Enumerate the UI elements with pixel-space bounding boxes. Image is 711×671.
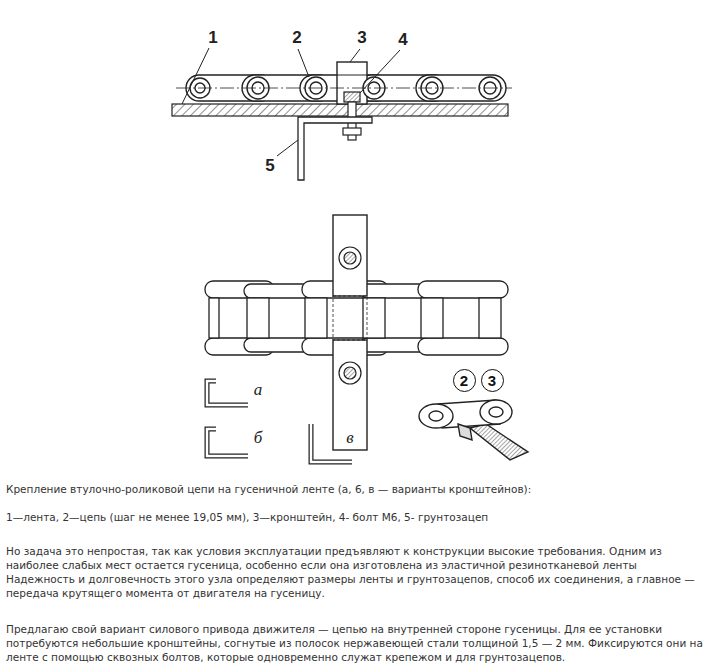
callout-number: 3 — [357, 28, 366, 48]
chain-plan-view — [418, 281, 508, 298]
leader-line — [360, 50, 400, 93]
callout-number: 4 — [398, 30, 407, 50]
callout-number: 1 — [208, 28, 217, 48]
ground-lug — [298, 117, 372, 180]
bracket-variant — [207, 381, 248, 405]
mounting-bracket — [337, 62, 367, 104]
variant-letter: а — [254, 380, 263, 400]
chain-plan-view — [305, 298, 327, 338]
circled-number: 2 — [453, 369, 476, 392]
parts-list: 1—лента, 2—цепь (шаг не менее 19,05 мм),… — [6, 510, 706, 524]
bracket-sketch — [419, 404, 453, 428]
paragraph: Предлагаю свой вариант силового привода … — [6, 622, 706, 664]
chain-plan-view — [363, 298, 385, 338]
bolt-head — [339, 247, 361, 384]
bracket-sketch — [429, 411, 443, 421]
bracket-variant — [311, 424, 352, 462]
bolt — [344, 92, 360, 102]
callout-number: 2 — [460, 373, 468, 388]
bracket-sketch — [480, 400, 512, 424]
bracket-variant — [207, 429, 248, 456]
bracket-sketch — [470, 424, 528, 460]
bolt — [343, 92, 361, 140]
bolt — [343, 128, 361, 135]
bracket-sketch — [458, 424, 472, 440]
variant-letter: б — [254, 428, 263, 448]
bracket-variant — [311, 424, 352, 462]
circled-number: 3 — [481, 369, 504, 392]
bracket-sketch — [489, 407, 503, 417]
chain-plan-view — [247, 298, 269, 338]
mounting-bracket — [337, 62, 367, 104]
chain-plan-view — [479, 298, 501, 338]
bracket-sketch — [419, 400, 528, 460]
bolt-head — [339, 247, 361, 269]
bracket-variant — [207, 381, 352, 462]
figure-caption: Крепление втулочно-роликовой цепи на гус… — [6, 482, 706, 496]
bolt-head — [339, 362, 361, 384]
callout-number: 3 — [488, 373, 496, 388]
mounting-bracket — [337, 75, 367, 76]
ground-lug — [298, 117, 372, 180]
center-line — [176, 88, 512, 89]
mounting-bracket-plan — [333, 340, 367, 450]
chain-plan-view — [421, 298, 443, 338]
bracket-variant — [207, 381, 248, 405]
callout-number: 5 — [265, 156, 274, 176]
leader-line — [350, 49, 360, 62]
leader-line — [182, 48, 209, 104]
mounting-bracket-plan — [333, 215, 367, 296]
callout-number: 2 — [292, 28, 301, 48]
center-line — [176, 88, 512, 89]
mounting-bracket-plan — [333, 215, 367, 450]
leader-line — [277, 140, 298, 156]
paragraph: Но задача это непростая, так как условия… — [6, 544, 706, 600]
bracket-variant — [207, 429, 248, 456]
track-belt — [172, 104, 508, 116]
chain-plan-view — [209, 298, 219, 338]
bolt-head — [344, 252, 356, 264]
variant-letter: в — [346, 428, 353, 448]
leader-line — [182, 48, 400, 156]
chain-plan-view — [418, 338, 508, 355]
bolt-head — [344, 367, 356, 379]
mounting-bracket-plan — [333, 296, 367, 340]
leader-line — [298, 49, 309, 77]
track-belt — [172, 104, 508, 116]
